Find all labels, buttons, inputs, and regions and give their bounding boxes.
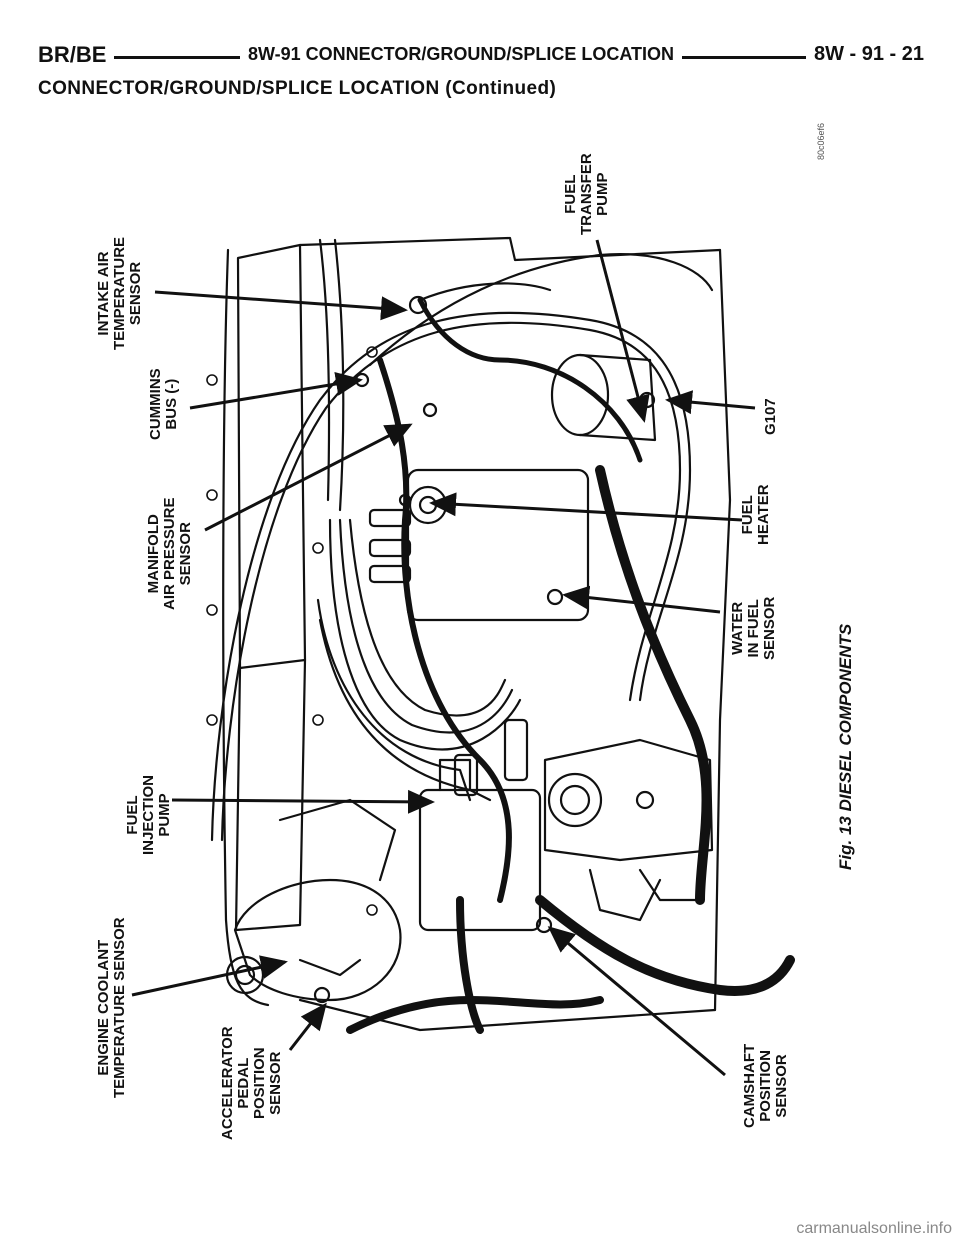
watermark: carmanualsonline.info	[796, 1220, 952, 1237]
figure-code: 80c06ef6	[816, 122, 826, 160]
header-page-number: 8W - 91 - 21	[805, 43, 924, 66]
label-engine-coolant-temperature-sensor: ENGINE COOLANT TEMPERATURE SENSOR	[95, 917, 128, 1098]
label-fuel-heater: FUEL HEATER	[739, 484, 772, 545]
leader-fuel-transfer-pump	[595, 239, 650, 423]
leader-fuel-heater	[429, 492, 743, 522]
label-manifold-air-pressure-sensor: MANIFOLD AIR PRESSURE SENSOR	[145, 497, 194, 610]
label-fuel-injection-pump: FUEL INJECTION PUMP	[124, 774, 173, 855]
label-cummins-bus: CUMMINS BUS (-)	[147, 368, 180, 440]
sensor-cable	[210, 311, 692, 842]
figure-caption: Fig. 13 DIESEL COMPONENTS	[836, 623, 855, 870]
label-camshaft-position-sensor: CAMSHAFT POSITION SENSOR	[741, 1043, 790, 1128]
page-header: BR/BE 8W-91 CONNECTOR/GROUND/SPLICE LOCA…	[0, 40, 960, 80]
leader-water-in-fuel-sensor	[562, 585, 721, 614]
header-section-title: 8W-91 CONNECTOR/GROUND/SPLICE LOCATION	[240, 44, 682, 65]
page-subtitle: CONNECTOR/GROUND/SPLICE LOCATION (Contin…	[38, 78, 557, 99]
leader-fuel-injection-pump	[171, 789, 435, 814]
label-g107: G107	[762, 398, 779, 435]
leader-camshaft-position-sensor	[547, 926, 726, 1077]
label-accelerator-pedal-position-sensor: ACCELERATOR PEDAL POSITION SENSOR	[219, 1026, 284, 1140]
label-intake-air-temperature-sensor: INTAKE AIR TEMPERATURE SENSOR	[95, 236, 144, 350]
leader-cummins-bus	[189, 372, 363, 410]
leader-engine-coolant-temperature-sensor	[131, 955, 288, 997]
leader-g107	[665, 390, 756, 415]
leader-intake-air-temperature-sensor	[154, 290, 408, 321]
leader-accelerator-pedal-position-sensor	[288, 1002, 327, 1051]
valve-cover	[236, 243, 307, 670]
fuel-filter-housing	[406, 468, 590, 622]
label-fuel-transfer-pump: FUEL TRANSFER PUMP	[562, 153, 611, 235]
label-water-in-fuel-sensor: WATER IN FUEL SENSOR	[729, 596, 778, 660]
header-model: BR/BE	[38, 42, 115, 68]
injection-pump-body	[418, 788, 542, 932]
leader-manifold-air-pressure-sensor	[204, 423, 413, 532]
